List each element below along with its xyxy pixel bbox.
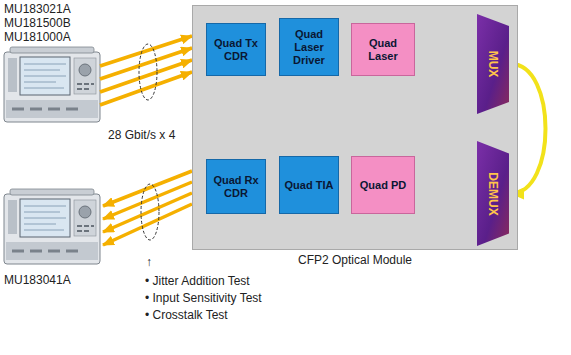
text-label: ↑ — [146, 255, 152, 269]
trapezoid-outline — [477, 141, 509, 246]
module-label: CFP2 Optical Module — [193, 253, 517, 267]
dashed-ellipse — [141, 184, 159, 240]
process-box: Quad Laser Driver — [279, 18, 339, 76]
lane-arrow — [100, 72, 192, 105]
data-lanes-out — [100, 36, 192, 105]
process-box: Quad PD — [351, 156, 415, 214]
box-label: Quad PD — [360, 179, 406, 192]
text-label: MU181500B — [4, 16, 71, 30]
trapezoid-outline — [477, 14, 509, 114]
box-label: Quad Laser — [355, 37, 411, 63]
mux-label: DEMUX — [486, 172, 500, 215]
mux-trapezoid: DEMUX — [477, 141, 509, 246]
mux-label: MUX — [486, 51, 500, 78]
text-label: • Crosstalk Test — [145, 308, 228, 322]
process-box: Quad Tx CDR — [206, 23, 266, 76]
text-label: MU183021A — [4, 2, 71, 16]
text-label: MU181000A — [4, 30, 71, 44]
instrument-picture — [4, 47, 100, 122]
text-label: • Jitter Addition Test — [145, 274, 250, 288]
data-lanes-in — [103, 171, 192, 245]
instrument-picture — [4, 189, 100, 264]
module-box: CFP2 Optical ModuleQuad Tx CDRQuad Laser… — [192, 5, 518, 250]
text-label: 28 Gbit/s x 4 — [108, 128, 175, 142]
box-label: Quad TIA — [285, 179, 334, 192]
process-box: Quad Rx CDR — [206, 159, 266, 214]
text-label: MU183041A — [4, 273, 71, 287]
lane-arrow — [103, 204, 192, 245]
mux-trapezoid: MUX — [477, 14, 509, 114]
box-label: Quad Laser Driver — [283, 28, 335, 67]
process-box: Quad TIA — [279, 156, 339, 214]
process-box: Quad Laser — [351, 23, 415, 76]
text-label: • Input Sensitivity Test — [145, 291, 262, 305]
box-label: Quad Tx CDR — [210, 37, 262, 63]
box-label: Quad Rx CDR — [210, 174, 262, 200]
dashed-ellipse — [139, 44, 157, 100]
